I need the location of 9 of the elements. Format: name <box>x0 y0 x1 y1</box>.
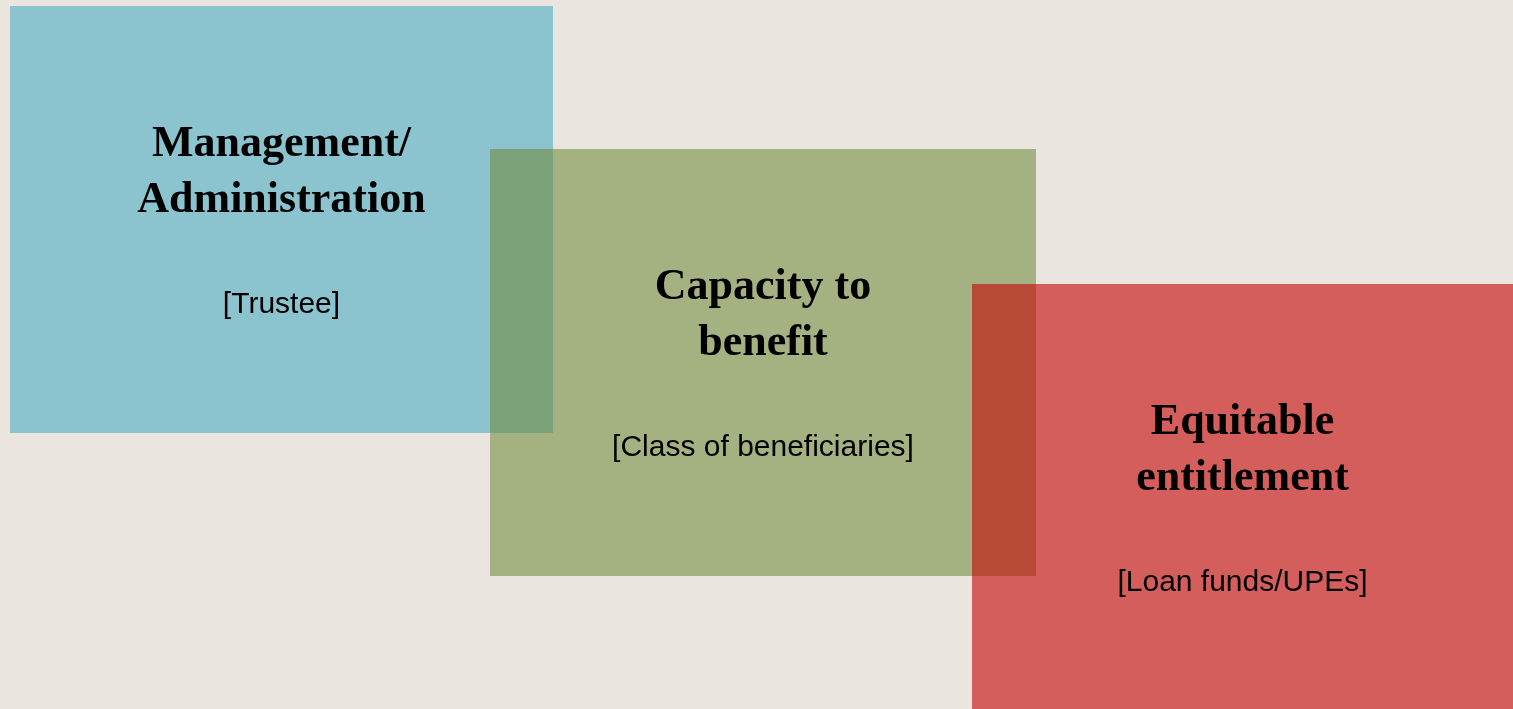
box-heading: Equitable entitlement <box>1135 394 1350 502</box>
category-box <box>490 149 1036 576</box>
box-heading: Management/ Administration <box>136 116 427 224</box>
box-heading: Capacity to benefit <box>653 259 873 367</box>
box-subtitle: [Loan funds/UPEs] <box>1117 563 1368 599</box>
category-box <box>972 284 1513 709</box>
box-subtitle: [Class of beneficiaries] <box>612 428 914 464</box>
category-box <box>10 6 553 433</box>
box-subtitle: [Trustee] <box>222 285 341 321</box>
